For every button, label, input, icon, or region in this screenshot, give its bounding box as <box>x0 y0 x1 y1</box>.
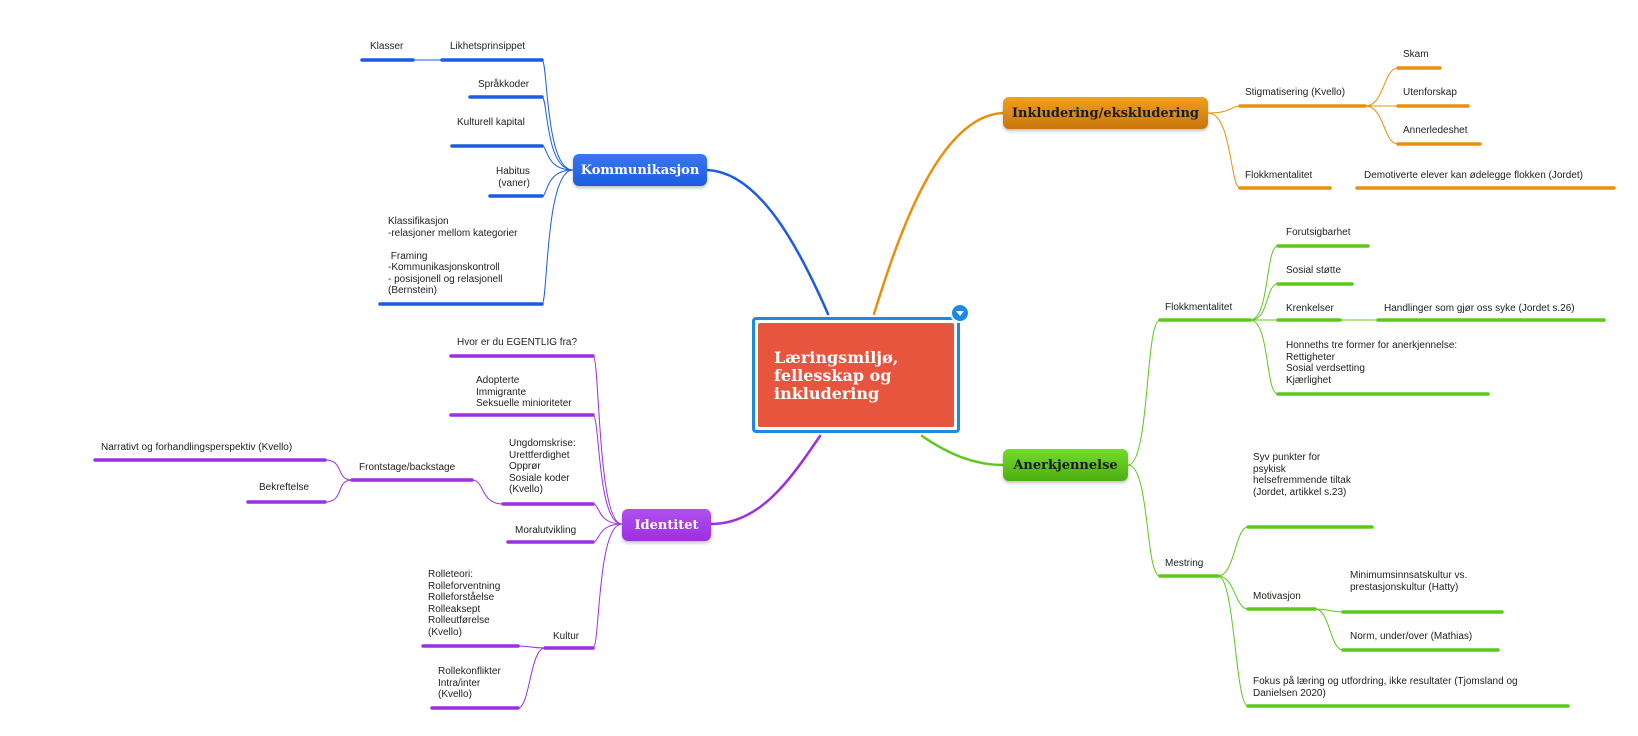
node-norm[interactable]: Norm, under/over (Mathias) <box>1350 631 1473 642</box>
node-habitus[interactable]: Habitus (vaner) <box>496 166 530 189</box>
node-adopterte[interactable]: Adopterte Immigrante Seksuelle miniorite… <box>476 375 572 409</box>
node-krenkelser[interactable]: Krenkelser <box>1286 303 1334 314</box>
anerkjennelse-subtree <box>1127 245 1378 707</box>
topic-kommunikasjon-label: Kommunikasjon <box>580 162 700 178</box>
node-likhetsprinsippet[interactable]: Likhetsprinsippet <box>450 41 526 52</box>
connector-identitet <box>709 434 822 526</box>
node-demotiverte[interactable]: Demotiverte elever kan ødelegge flokken … <box>1364 170 1583 181</box>
node-forutsigbarhet[interactable]: Forutsigbarhet <box>1286 227 1351 238</box>
node-ungdomskrise[interactable]: Ungdomskrise: Urettferdighet Opprør Sosi… <box>509 438 576 495</box>
topic-inkludering-label: Inkludering/ekskludering <box>1011 105 1200 121</box>
connector-anerkjennelse <box>920 434 1005 467</box>
node-stigmatisering[interactable]: Stigmatisering (Kvello) <box>1245 87 1346 98</box>
node-honneths[interactable]: Honneths tre former for anerkjennelse: R… <box>1286 340 1458 386</box>
node-kultur[interactable]: Kultur <box>553 631 580 642</box>
node-sprakkoder[interactable]: Språkkoder <box>478 79 530 90</box>
node-utenforskap[interactable]: Utenforskap <box>1403 87 1457 98</box>
node-mestring[interactable]: Mestring <box>1165 558 1204 569</box>
topic-inkludering[interactable]: Inkludering/ekskludering <box>1003 97 1208 129</box>
central-topic[interactable]: Læringsmiljø, fellesskap og inkludering <box>752 317 960 433</box>
node-sosial-stotte[interactable]: Sosial støtte <box>1286 265 1342 276</box>
connector-inkludering <box>872 111 1005 316</box>
inkludering-subtree <box>1207 67 1399 189</box>
node-flokkmentalitet-inkl[interactable]: Flokkmentalitet <box>1245 170 1313 181</box>
collapse-toggle-icon[interactable] <box>950 303 970 323</box>
node-bekreftelse[interactable]: Bekreftelse <box>259 482 310 493</box>
node-bernstein[interactable]: Klassifikasjon -relasjoner mellom katego… <box>388 216 518 296</box>
node-rolleteori[interactable]: Rolleteori: Rolleforventning Rolleforstå… <box>428 569 501 638</box>
node-skam[interactable]: Skam <box>1403 49 1429 60</box>
node-flokkmentalitet-aner[interactable]: Flokkmentalitet <box>1165 302 1233 313</box>
topic-identitet[interactable]: Identitet <box>622 509 711 541</box>
node-hvor-er-du[interactable]: Hvor er du EGENTLIG fra? <box>457 337 578 348</box>
node-kulturell-kapital[interactable]: Kulturell kapital <box>457 117 525 128</box>
node-minimums[interactable]: Minimumsinnsatskultur vs. prestasjonskul… <box>1350 570 1468 593</box>
node-fokus[interactable]: Fokus på læring og utfordring, ikke resu… <box>1253 676 1518 699</box>
node-narrativt[interactable]: Narrativt og forhandlingsperspektiv (Kve… <box>101 442 293 453</box>
node-klasser[interactable]: Klasser <box>370 41 404 52</box>
central-topic-label: Læringsmiljø, fellesskap og inkludering <box>758 323 954 427</box>
node-rollekonflikter[interactable]: Rollekonflikter Intra/inter (Kvello) <box>438 666 501 700</box>
node-syv-punkter[interactable]: Syv punkter for psykisk helsefremmende t… <box>1253 452 1351 498</box>
topic-kommunikasjon[interactable]: Kommunikasjon <box>573 154 707 186</box>
node-motivasjon[interactable]: Motivasjon <box>1253 591 1301 602</box>
node-frontstage-backstage[interactable]: Frontstage/backstage <box>359 462 456 473</box>
kommunikasjon-underlines <box>360 58 544 306</box>
topic-identitet-label: Identitet <box>634 517 699 533</box>
connector-kommunikasjon <box>705 168 830 316</box>
anerkjennelse-underlines <box>1158 244 1606 708</box>
inkludering-underlines <box>1238 66 1616 190</box>
node-annerledeshet[interactable]: Annerledeshet <box>1403 125 1468 136</box>
node-moralutvikling[interactable]: Moralutvikling <box>515 525 577 536</box>
node-handlinger[interactable]: Handlinger som gjør oss syke (Jordet s.2… <box>1384 303 1575 314</box>
topic-anerkjennelse[interactable]: Anerkjennelse <box>1003 449 1128 481</box>
topic-anerkjennelse-label: Anerkjennelse <box>1013 457 1118 473</box>
identitet-underlines <box>93 354 595 710</box>
identitet-subtree <box>324 355 623 709</box>
